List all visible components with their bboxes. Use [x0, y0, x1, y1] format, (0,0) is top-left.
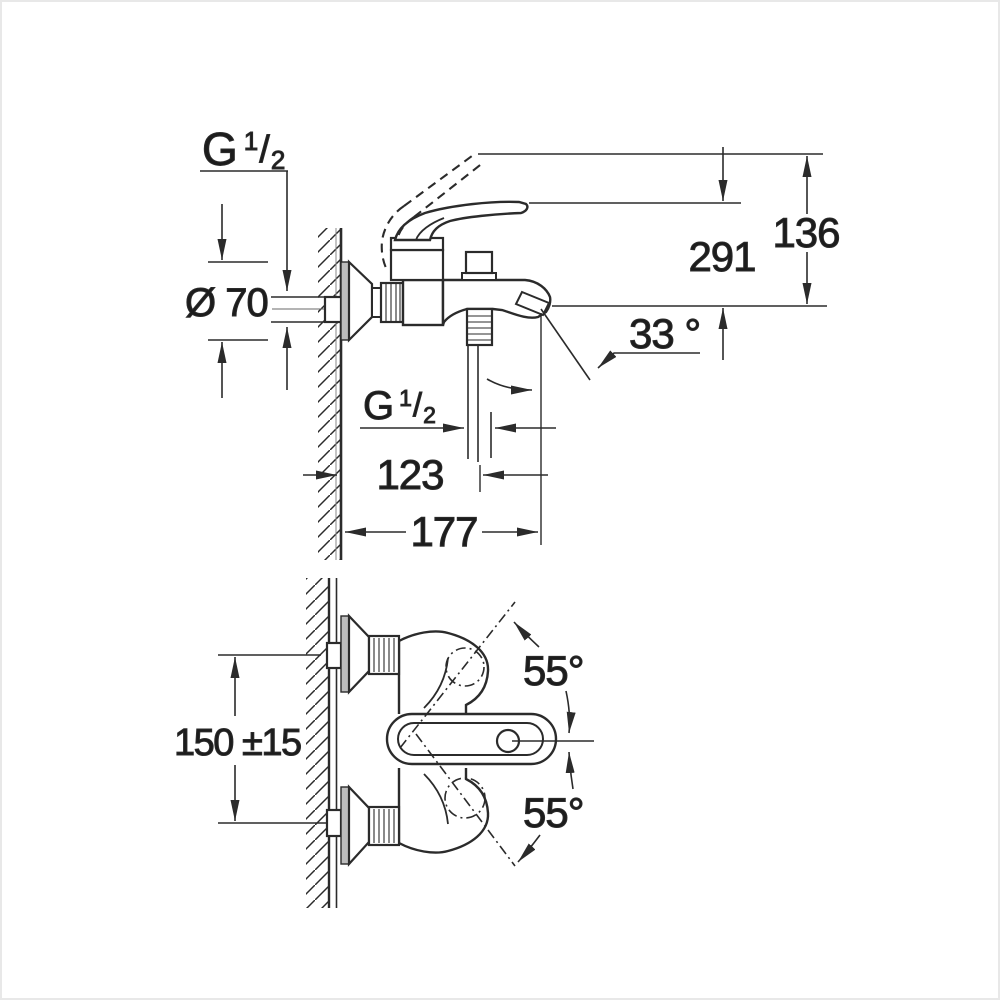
reference-lines [478, 153, 827, 307]
dim-angle-lower [517, 751, 575, 863]
label-dim-136: 136 [772, 209, 839, 256]
swivel-centerlines [399, 601, 516, 867]
extension-lines [479, 313, 542, 545]
label-angle-upper: 55° [523, 647, 584, 694]
dim-inlet-thread [200, 170, 325, 390]
label-dim-123: 123 [376, 451, 443, 498]
handle-hub-inner [397, 722, 544, 756]
mixer-body-side [389, 236, 552, 327]
inlet-stub [323, 295, 343, 324]
front-view: 55° 55° 150 ±15 [174, 578, 594, 908]
dim-angle-upper [513, 621, 576, 734]
label-angle-lower: 55° [523, 789, 584, 836]
label-dim-177: 177 [410, 508, 477, 555]
handle-hub-outer [385, 712, 558, 766]
label-dim-291: 291 [688, 233, 755, 280]
label-escutcheon-diameter: Ø 70 [185, 281, 268, 325]
diverter-knob [464, 250, 494, 275]
hose-connection [465, 307, 494, 462]
lower-union-front [325, 784, 401, 867]
wall-hatching-side [318, 228, 343, 560]
wall-hatching-front [306, 578, 338, 908]
lever-handle [393, 200, 529, 242]
upper-union-front [325, 613, 401, 695]
lever-handle-raised-dashed [380, 152, 485, 269]
dim-spout-angle [540, 308, 700, 381]
dim-escutcheon-diameter [208, 204, 268, 398]
dim-inlet-spacing [218, 654, 328, 824]
label-spout-angle: 33 ° [629, 310, 700, 357]
label-inlet-spacing: 150 ±15 [174, 722, 301, 764]
dim-outlet-thread [360, 378, 556, 433]
